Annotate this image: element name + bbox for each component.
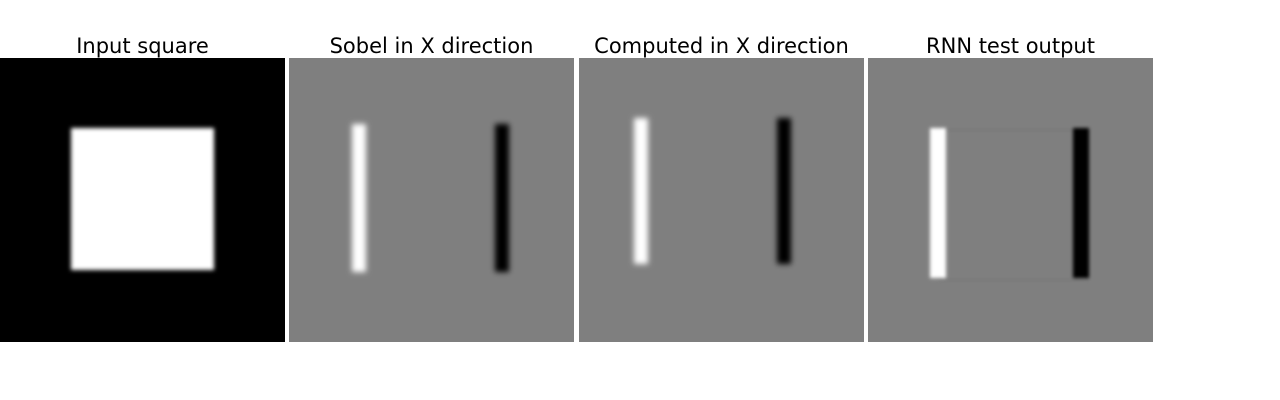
right-edge-dark [495,124,509,272]
panel-title: Sobel in X direction [329,34,534,58]
white-square [71,128,214,270]
left-edge-bright [930,128,946,278]
computed-x-svg [579,58,864,342]
rnn-output-svg [868,58,1153,342]
background [579,58,864,342]
panel-input-square: Input square [0,0,285,342]
panel-title: Input square [76,34,209,58]
background [868,58,1153,342]
left-edge-bright [634,118,648,264]
rnn-output-image [868,58,1153,342]
panel-computed-x: Computed in X direction [579,0,864,342]
input-square-svg [0,58,285,342]
right-edge-dark [777,118,791,264]
computed-x-image [579,58,864,342]
right-edge-dark [1073,128,1089,278]
panel-sobel-x: Sobel in X direction [289,0,574,342]
left-edge-bright [352,124,366,272]
panel-title: RNN test output [926,34,1095,58]
sobel-x-image [289,58,574,342]
sobel-x-svg [289,58,574,342]
input-square-image [0,58,285,342]
panel-rnn-output: RNN test output [868,0,1153,342]
panel-title: Computed in X direction [594,34,849,58]
background [289,58,574,342]
